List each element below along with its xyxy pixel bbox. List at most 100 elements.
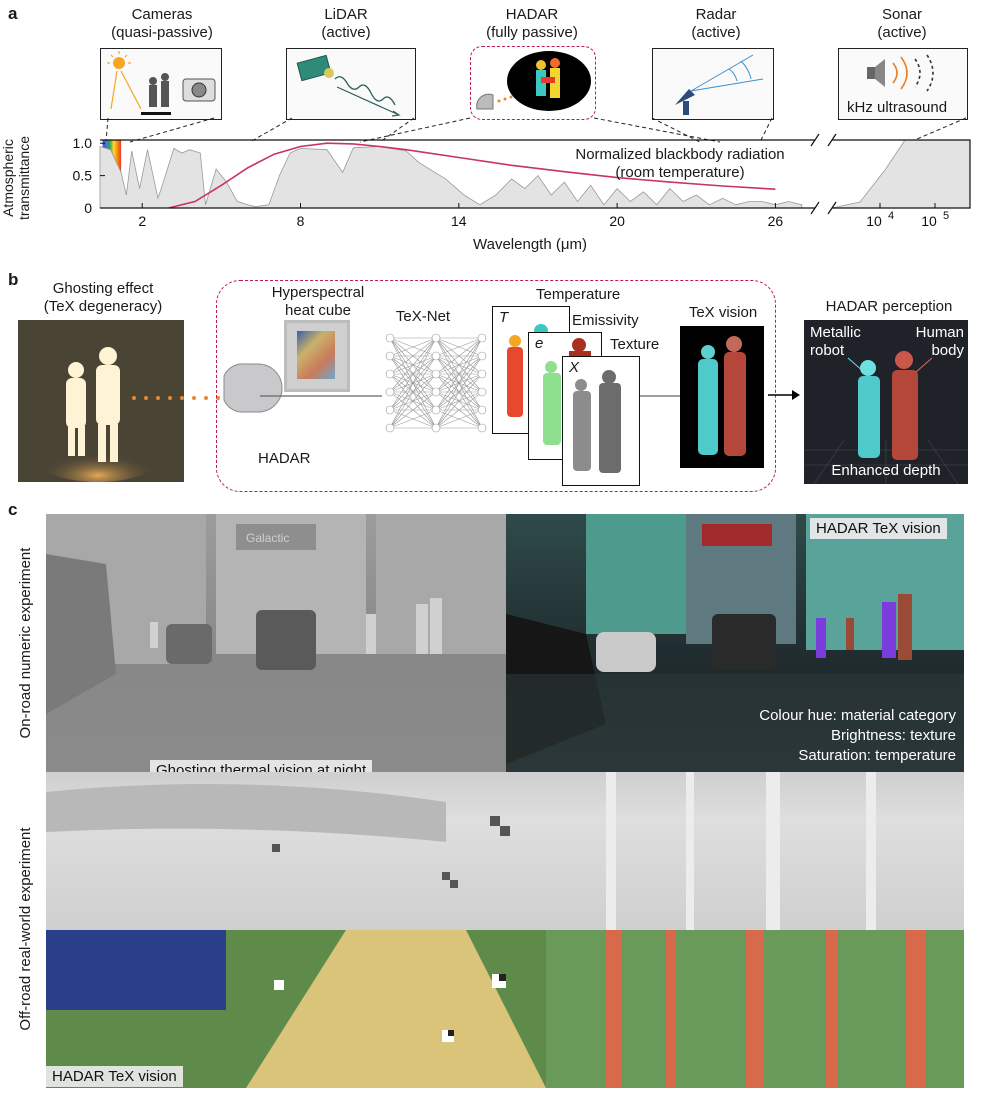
texnet-graph: [385, 333, 487, 433]
dotted-beam: [132, 396, 220, 400]
nn-edge: [435, 391, 483, 429]
connector-line-4: [359, 117, 471, 143]
nn-edge: [389, 409, 437, 429]
offroad-thermal-image: [46, 772, 964, 930]
nn-edge: [389, 337, 437, 357]
texture-label: Texture: [610, 336, 660, 353]
x-log-tick-exp-0: 4: [888, 210, 894, 222]
transmittance-area: [99, 145, 803, 209]
connector-line-1: [129, 117, 215, 143]
nn-node: [431, 405, 441, 415]
nn-edge: [435, 337, 483, 357]
nn-node: [477, 405, 487, 415]
sensor-title-lidar: LiDAR(active): [321, 6, 371, 41]
panel-c-letter: c: [8, 500, 18, 519]
texnet-label: TeX-Net: [395, 308, 451, 325]
connector-line-2: [249, 117, 293, 143]
ghost-figures-icon: [38, 347, 158, 482]
nn-node: [477, 351, 487, 361]
nn-edge: [389, 355, 437, 429]
x-tick-label-4: 26: [768, 213, 784, 229]
panel-a-letter: a: [8, 4, 18, 23]
nn-edge: [435, 373, 483, 429]
nn-edge: [389, 391, 437, 429]
hadar-thermal-icon: [476, 51, 591, 111]
nn-edge: [389, 337, 437, 393]
ghosting-image: [18, 320, 184, 482]
sonar-caption: kHz ultrasound: [847, 99, 948, 116]
y-tick-label-1: 0.5: [73, 168, 93, 184]
e-symbol: e: [535, 335, 544, 352]
nn-node: [385, 333, 395, 343]
connector-line-8: [909, 117, 967, 143]
heat-cube-icon: [284, 320, 350, 392]
nn-node: [385, 387, 395, 397]
connector-line-0: [105, 117, 109, 143]
x-log-tick-exp-1: 5: [943, 210, 949, 222]
sonar-speaker-icon: [867, 54, 934, 92]
ghosting-thermal-image: Galactic Ghosting thermal vision at nigh…: [46, 514, 506, 772]
nn-edge: [435, 337, 483, 393]
ghosting-thermal-tag: Ghosting thermal vision at night: [150, 760, 373, 772]
t-symbol: T: [499, 309, 509, 326]
connector-line-7: [759, 117, 773, 143]
lidar-device-icon: [296, 54, 401, 117]
nn-edge: [389, 337, 437, 375]
galactic-sign: Galactic: [246, 531, 289, 545]
x-tick-label-0: 2: [138, 213, 146, 229]
offroad-texvision-image: HADAR TeX vision: [46, 930, 964, 1088]
nn-node: [385, 405, 395, 415]
nn-node: [477, 333, 487, 343]
nn-edge: [389, 373, 437, 429]
axis-break-bottom-0: [810, 201, 820, 215]
nn-node: [431, 387, 441, 397]
sonar-illustration: kHz ultrasound: [838, 48, 968, 120]
y-tick-label-0: 0: [84, 200, 92, 216]
nn-node: [431, 369, 441, 379]
hadar-illustration: [470, 46, 596, 120]
chart-frame: [100, 139, 971, 209]
nn-node: [385, 351, 395, 361]
sensor-lens-icon: [223, 363, 283, 413]
x-log-tick-base-1: 10: [921, 213, 937, 229]
x-tick-label-3: 20: [609, 213, 625, 229]
nn-edge: [435, 337, 483, 375]
nn-edge: [435, 337, 483, 411]
y-tick-label-2: 1.0: [73, 135, 93, 151]
axis-break-bottom-1: [827, 201, 837, 215]
connector-line-5: [593, 117, 721, 143]
enhanced-depth-label: Enhanced depth: [831, 462, 941, 479]
axis-break-top-1: [827, 133, 837, 147]
hadar-pipeline-label: HADAR: [258, 450, 311, 467]
nn-node: [431, 423, 441, 433]
x-log-tick-base-0: 10: [866, 213, 882, 229]
onroad-side-label: On-road numeric experiment: [17, 547, 34, 739]
nn-node: [477, 387, 487, 397]
texvision-label: TeX vision: [688, 304, 758, 321]
nn-edge: [435, 337, 483, 429]
nn-node: [431, 351, 441, 361]
perception-label: HADAR perception: [825, 298, 953, 315]
blackbody-annotation: Normalized blackbody radiation(room temp…: [575, 146, 785, 181]
nn-node: [431, 333, 441, 343]
nn-node: [385, 423, 395, 433]
x-tick-label-2: 14: [451, 213, 467, 229]
nn-node: [385, 369, 395, 379]
blackbody-curve: [168, 142, 776, 209]
nn-node: [477, 423, 487, 433]
sensor-title-sonar: Sonar(active): [877, 6, 927, 41]
emissivity-label: Emissivity: [572, 312, 639, 329]
onroad-texvision-image: HADAR TeX vision Colour hue: material ca…: [506, 514, 964, 772]
connector-line-6: [651, 117, 701, 143]
panel-b-letter: b: [8, 270, 19, 289]
transmittance-area-long: [831, 139, 971, 209]
x-symbol: X: [569, 359, 580, 376]
radar-dish-icon: [675, 54, 764, 115]
cameras-illustration: [100, 48, 222, 120]
offroad-side-label: Off-road real-world experiment: [17, 827, 34, 1031]
